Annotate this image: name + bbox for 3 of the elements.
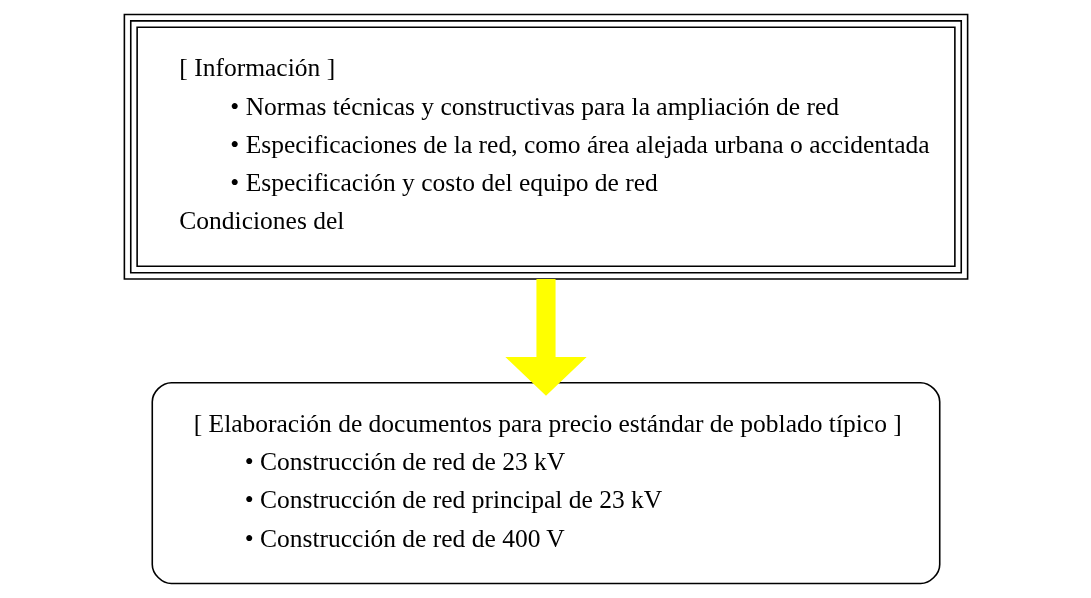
arrow xyxy=(504,279,587,396)
node-box: [ Información ] • Normas técnicas y constructivas para la ampliación de red • Especificaciones de la red, como área alejada urbana o accidentada • Especificación y costo del equipo de red Condiciones del xyxy=(123,13,968,280)
node-box: [ Elaboración de documentos para precio estándar de poblado típico ] • Construcción de red de 23 kV • Construcción de red principal de 23 kV • Construcción de red de 400 V xyxy=(150,381,941,585)
